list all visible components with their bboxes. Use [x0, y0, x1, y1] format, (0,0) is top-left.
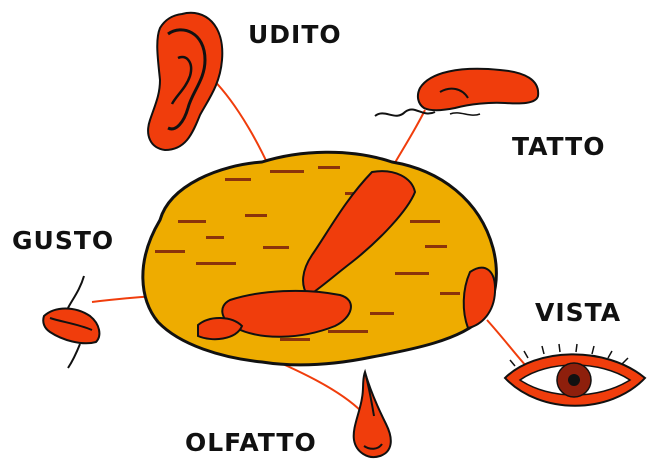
label-gusto: GUSTO	[12, 226, 114, 255]
tongue-icon	[43, 276, 99, 368]
label-vista: VISTA	[535, 298, 621, 327]
ear-icon	[148, 13, 222, 150]
connector-vista	[487, 320, 528, 368]
eye-icon	[505, 344, 645, 406]
label-tatto: TATTO	[512, 132, 605, 161]
touch-hand-icon	[375, 69, 538, 116]
label-olfatto: OLFATTO	[185, 428, 317, 457]
brain-gyrus-occipital	[464, 268, 495, 328]
nose-icon	[354, 372, 391, 457]
label-udito: UDITO	[248, 20, 342, 49]
brain	[143, 152, 497, 365]
